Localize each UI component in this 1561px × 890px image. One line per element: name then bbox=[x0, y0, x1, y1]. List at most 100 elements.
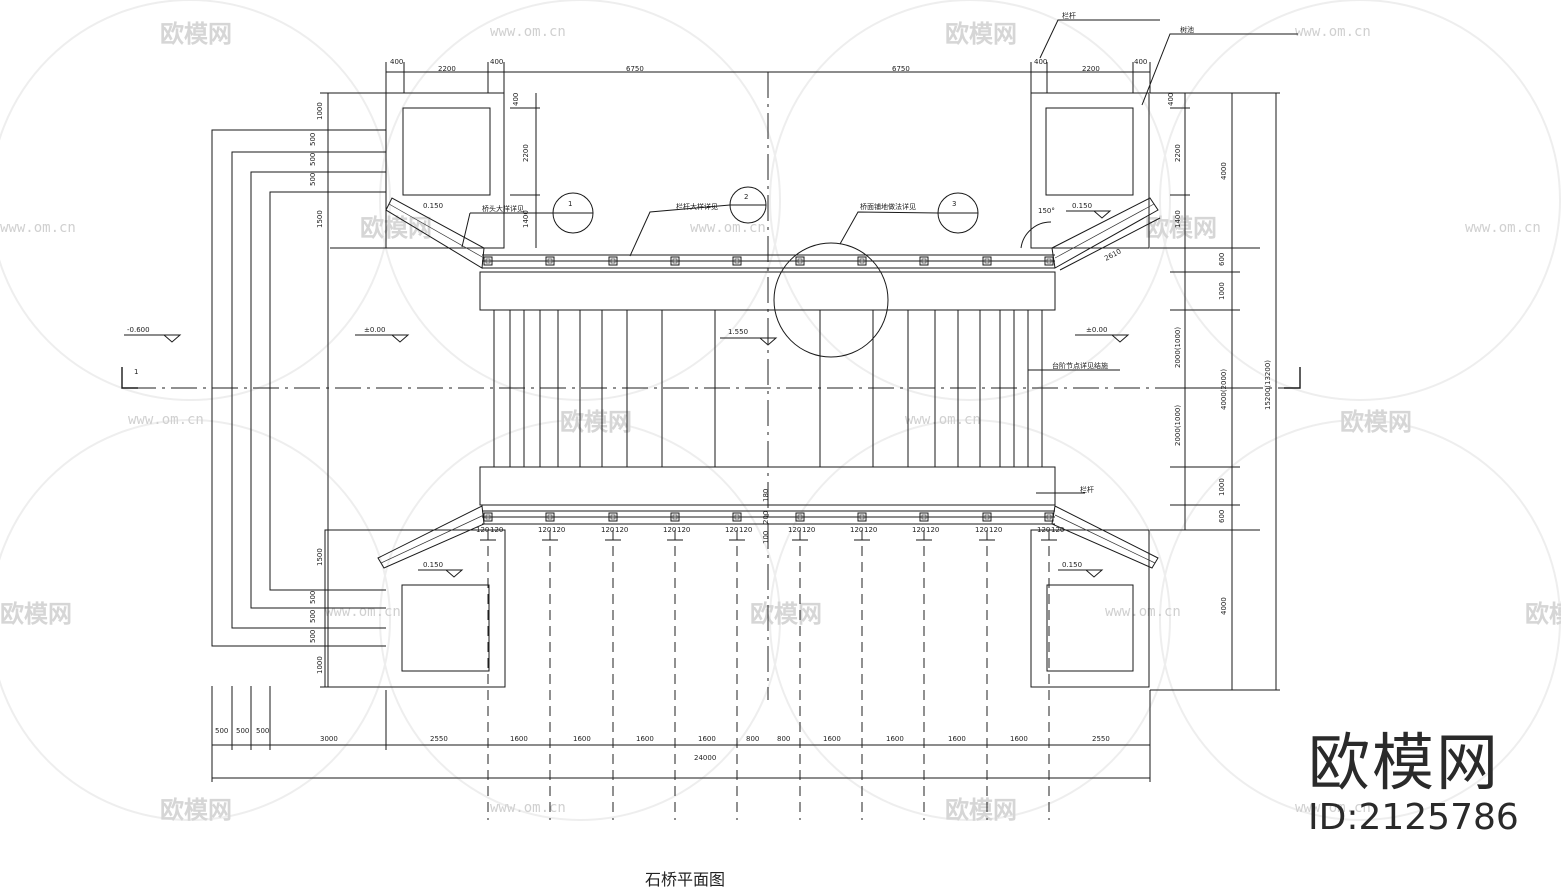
dimension-texts: 400 2200 400 6750 6750 400 2200 400 500 … bbox=[215, 58, 1272, 762]
svg-text:500: 500 bbox=[309, 173, 317, 186]
post-dimension: 120 bbox=[788, 526, 801, 534]
svg-text:500: 500 bbox=[215, 727, 228, 735]
svg-text:1600: 1600 bbox=[636, 735, 654, 743]
post-dimension: 120 bbox=[739, 526, 752, 534]
svg-text:180: 180 bbox=[762, 489, 770, 502]
note-paving: 桥面铺地做法详见 bbox=[860, 202, 916, 211]
drawing-title: 石桥平面图 bbox=[645, 870, 726, 889]
section-mark-left: 1 bbox=[121, 367, 138, 389]
svg-text:500: 500 bbox=[309, 610, 317, 623]
watermark-url: www.om.cn bbox=[1105, 604, 1181, 620]
svg-text:2000(1000): 2000(1000) bbox=[1174, 327, 1182, 368]
svg-text:1.550: 1.550 bbox=[728, 328, 748, 336]
svg-text:600: 600 bbox=[1218, 510, 1226, 523]
stair-lines bbox=[509, 310, 1029, 467]
railing-post-core bbox=[859, 258, 865, 264]
svg-text:4000: 4000 bbox=[1220, 162, 1228, 180]
watermark-logo: 欧模网 bbox=[560, 408, 632, 436]
tree-pit-bottom-right bbox=[1030, 529, 1150, 688]
svg-text:400: 400 bbox=[512, 93, 520, 106]
svg-text:0.150: 0.150 bbox=[423, 202, 443, 210]
svg-text:2550: 2550 bbox=[1092, 735, 1110, 743]
railing-post bbox=[483, 512, 493, 522]
svg-text:150°: 150° bbox=[1038, 207, 1055, 215]
railing-post-core bbox=[1046, 514, 1052, 520]
svg-text:1000: 1000 bbox=[1218, 478, 1226, 496]
railing-post bbox=[732, 256, 742, 266]
watermark-id: ID:2125786 bbox=[1308, 797, 1519, 838]
callout-number: 3 bbox=[952, 200, 956, 208]
railing-post bbox=[1044, 256, 1054, 266]
railing-post-core bbox=[797, 258, 803, 264]
callout-1: 1 bbox=[470, 192, 594, 234]
elevation-marks: -0.600 ±0.00 1.550 ±0.00 0.150 0.150 0.1… bbox=[124, 202, 1161, 578]
svg-text:1500: 1500 bbox=[316, 210, 324, 228]
watermark-logo: 欧模网 bbox=[1340, 408, 1412, 436]
railing-post-core bbox=[610, 514, 616, 520]
svg-text:1400: 1400 bbox=[1174, 210, 1182, 228]
note-steps: 台阶节点详见结施 bbox=[1052, 361, 1108, 370]
svg-text:500: 500 bbox=[236, 727, 249, 735]
railing-post bbox=[608, 256, 618, 266]
railing-post-core bbox=[485, 514, 491, 520]
post-dimension: 120 bbox=[850, 526, 863, 534]
watermark-url: www.om.cn bbox=[0, 220, 76, 236]
svg-text:1000: 1000 bbox=[316, 102, 324, 120]
svg-text:±0.00: ±0.00 bbox=[1086, 326, 1107, 334]
railing-post bbox=[982, 512, 992, 522]
svg-text:500: 500 bbox=[309, 630, 317, 643]
note-railing-2: 栏杆 bbox=[1080, 485, 1094, 494]
railing-post-core bbox=[1046, 258, 1052, 264]
railing-post-core bbox=[921, 514, 927, 520]
svg-text:1600: 1600 bbox=[510, 735, 528, 743]
svg-text:500: 500 bbox=[309, 591, 317, 604]
watermark-url: www.om.cn bbox=[128, 412, 204, 428]
svg-text:1600: 1600 bbox=[886, 735, 904, 743]
railing-post-core bbox=[921, 258, 927, 264]
railing-post bbox=[982, 256, 992, 266]
post-dimension: 120 bbox=[490, 526, 503, 534]
svg-text:1600: 1600 bbox=[573, 735, 591, 743]
watermark-logo: 欧模网 bbox=[1145, 214, 1217, 242]
svg-text:500: 500 bbox=[309, 153, 317, 166]
watermark-url: www.om.cn bbox=[690, 220, 766, 236]
watermark-logo: 欧模网 bbox=[360, 214, 432, 242]
post-dimension: 120 bbox=[912, 526, 925, 534]
callout-2: 2 bbox=[629, 186, 767, 257]
railing-top bbox=[385, 197, 1159, 269]
svg-text:2000(1000): 2000(1000) bbox=[1174, 405, 1182, 446]
railing-post-core bbox=[797, 514, 803, 520]
svg-text:600: 600 bbox=[1218, 253, 1226, 266]
svg-text:2200: 2200 bbox=[522, 144, 530, 162]
watermark-logo: 欧模网 bbox=[945, 20, 1017, 48]
svg-text:1600: 1600 bbox=[1010, 735, 1028, 743]
svg-text:1500: 1500 bbox=[316, 548, 324, 566]
watermark-url: www.om.cn bbox=[490, 24, 566, 40]
svg-text:4000: 4000 bbox=[1220, 597, 1228, 615]
post-dimension: 120 bbox=[476, 526, 489, 534]
svg-text:800: 800 bbox=[746, 735, 759, 743]
railing-post bbox=[857, 512, 867, 522]
bridge-deck bbox=[479, 271, 1056, 506]
svg-text:400: 400 bbox=[390, 58, 403, 66]
svg-text:15200(13200): 15200(13200) bbox=[1264, 360, 1272, 410]
svg-text:0.150: 0.150 bbox=[423, 561, 443, 569]
svg-text:1000: 1000 bbox=[316, 656, 324, 674]
section-mark-right bbox=[1284, 367, 1301, 389]
railing-post-core bbox=[734, 514, 740, 520]
svg-text:2200: 2200 bbox=[1082, 65, 1100, 73]
svg-text:2200: 2200 bbox=[438, 65, 456, 73]
post-dimension: 120 bbox=[1051, 526, 1064, 534]
post-dimension: 120 bbox=[538, 526, 551, 534]
watermark-logo: 欧模网 bbox=[1525, 600, 1561, 628]
railing-post-core bbox=[610, 258, 616, 264]
post-dimension: 120 bbox=[663, 526, 676, 534]
railing-post-core bbox=[984, 258, 990, 264]
watermark-url: www.om.cn bbox=[905, 412, 981, 428]
svg-text:1000: 1000 bbox=[1218, 282, 1226, 300]
railing-post bbox=[1044, 512, 1054, 522]
svg-text:1400: 1400 bbox=[522, 210, 530, 228]
railing-post-core bbox=[734, 258, 740, 264]
